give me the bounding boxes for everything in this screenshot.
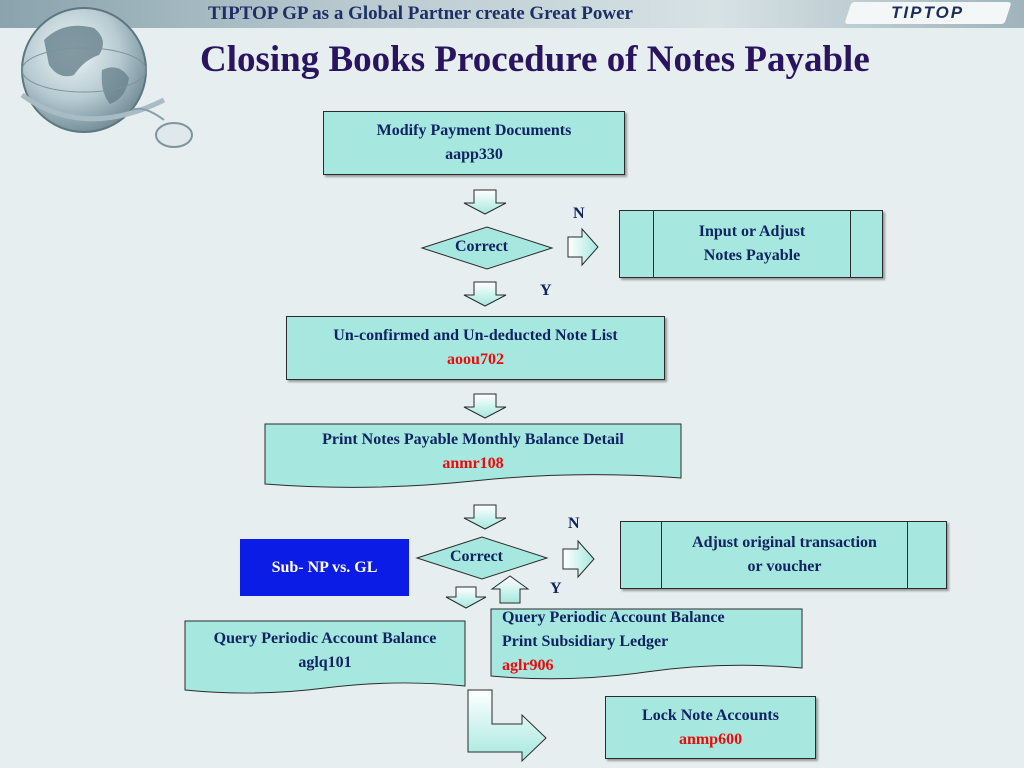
down-arrow-icon [445, 586, 487, 609]
query-aglr-code: aglr906 [502, 657, 554, 674]
right-arrow-icon [567, 227, 599, 267]
input-adjust-node: Input or Adjust Notes Payable [619, 210, 883, 278]
unconfirmed-code: aoou702 [447, 351, 504, 368]
doc-shape-query-aglr [490, 608, 803, 680]
input-adjust-line1: Input or Adjust [698, 223, 806, 240]
decision-1-label: Correct [455, 238, 508, 255]
down-arrow-icon [463, 189, 507, 215]
branch-y-label-1: Y [540, 282, 552, 299]
query-aglq-label: Query Periodic Account Balance [213, 630, 437, 647]
print-balance-code: anmr108 [442, 455, 504, 472]
globe-logo-icon [20, 7, 193, 148]
right-arrow-icon [562, 539, 595, 579]
decision-diamond-1 [420, 226, 554, 270]
query-aglr-node: Query Periodic Account Balance Print Sub… [502, 606, 802, 678]
modify-payment-code: aapp330 [445, 146, 503, 163]
decision-2-label: Correct [450, 548, 503, 565]
print-balance-label: Print Notes Payable Monthly Balance Deta… [322, 431, 624, 448]
decision-diamond-2 [415, 536, 549, 580]
doc-shape-print-balance [264, 423, 682, 488]
unconfirmed-node: Un-confirmed and Un-deducted Note List a… [286, 316, 665, 380]
branch-n-label-2: N [568, 515, 580, 532]
bend-arrow-icon [467, 689, 547, 763]
unconfirmed-label: Un-confirmed and Un-deducted Note List [333, 327, 618, 344]
header-slogan: TIPTOP GP as a Global Partner create Gre… [208, 3, 633, 24]
branch-n-label-1: N [573, 205, 585, 222]
modify-payment-node: Modify Payment Documents aapp330 [323, 111, 625, 175]
page-title: Closing Books Procedure of Notes Payable [200, 39, 870, 80]
down-arrow-icon [463, 281, 507, 307]
down-arrow-icon [463, 393, 507, 419]
query-aglq-code: aglq101 [298, 654, 352, 671]
doc-shape-query-aglq [184, 620, 466, 694]
lock-notes-node: Lock Note Accounts anmp600 [605, 696, 816, 759]
down-arrow-icon [463, 504, 507, 530]
adjust-original-line1: Adjust original transaction [692, 534, 877, 551]
print-balance-node: Print Notes Payable Monthly Balance Deta… [265, 428, 681, 476]
query-aglr-line1: Query Periodic Account Balance [502, 609, 725, 626]
adjust-original-line2: or voucher [747, 558, 822, 575]
input-adjust-line2: Notes Payable [703, 247, 801, 264]
query-aglq-node: Query Periodic Account Balance aglq101 [185, 627, 465, 675]
lock-notes-label: Lock Note Accounts [642, 706, 779, 724]
lock-notes-code: anmp600 [678, 730, 743, 748]
up-arrow-icon [490, 575, 530, 604]
sub-np-vs-gl-node: Sub- NP vs. GL [240, 539, 409, 596]
branch-y-label-2: Y [550, 580, 562, 597]
query-aglr-line2: Print Subsidiary Ledger [502, 633, 669, 650]
adjust-original-node: Adjust original transaction or voucher [620, 521, 947, 589]
modify-payment-label: Modify Payment Documents [376, 122, 572, 139]
